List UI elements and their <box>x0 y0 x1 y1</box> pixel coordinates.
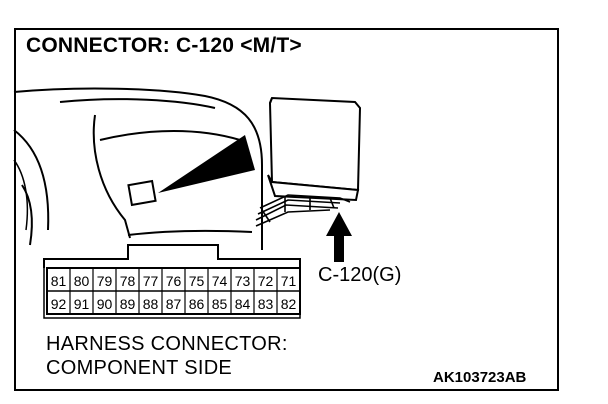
pointer-wedge <box>158 135 255 193</box>
dashboard-illustration <box>13 87 263 250</box>
dash-connector-icon <box>127 179 157 207</box>
pin-number: 74 <box>212 273 228 289</box>
pin-number: 88 <box>143 296 159 312</box>
pin-number: 80 <box>74 273 90 289</box>
pin-number: 85 <box>212 296 228 312</box>
ecu-unit-illustration <box>267 96 362 202</box>
pin-number: 92 <box>51 296 67 312</box>
pin-number: 91 <box>74 296 90 312</box>
pin-number: 79 <box>97 273 113 289</box>
harness-caption-line2: COMPONENT SIDE <box>46 357 233 379</box>
pin-number: 76 <box>166 273 182 289</box>
diagram-title: CONNECTOR: C-120 <M/T> <box>26 34 302 57</box>
pin-number: 72 <box>258 273 274 289</box>
pin-number: 78 <box>120 273 136 289</box>
connector-callout-label: C-120(G) <box>318 264 402 286</box>
pin-number: 75 <box>189 273 205 289</box>
harness-caption-line1: HARNESS CONNECTOR: <box>46 333 288 355</box>
up-arrow-icon <box>326 212 352 262</box>
wire-harness <box>255 194 351 227</box>
pin-number: 77 <box>143 273 159 289</box>
harness-connector-face: 81 80 79 78 77 76 75 74 73 72 71 92 91 90 89 88 87 86 85 84… <box>43 244 301 319</box>
pin-number: 73 <box>235 273 251 289</box>
figure-code: AK103723AB <box>433 369 527 386</box>
pin-number: 83 <box>258 296 274 312</box>
pin-number: 86 <box>189 296 205 312</box>
pin-number: 90 <box>97 296 113 312</box>
pin-number: 89 <box>120 296 136 312</box>
pin-number: 84 <box>235 296 251 312</box>
pin-number: 87 <box>166 296 182 312</box>
pin-number: 71 <box>281 273 297 289</box>
pin-number: 82 <box>281 296 297 312</box>
pin-number: 81 <box>51 273 67 289</box>
